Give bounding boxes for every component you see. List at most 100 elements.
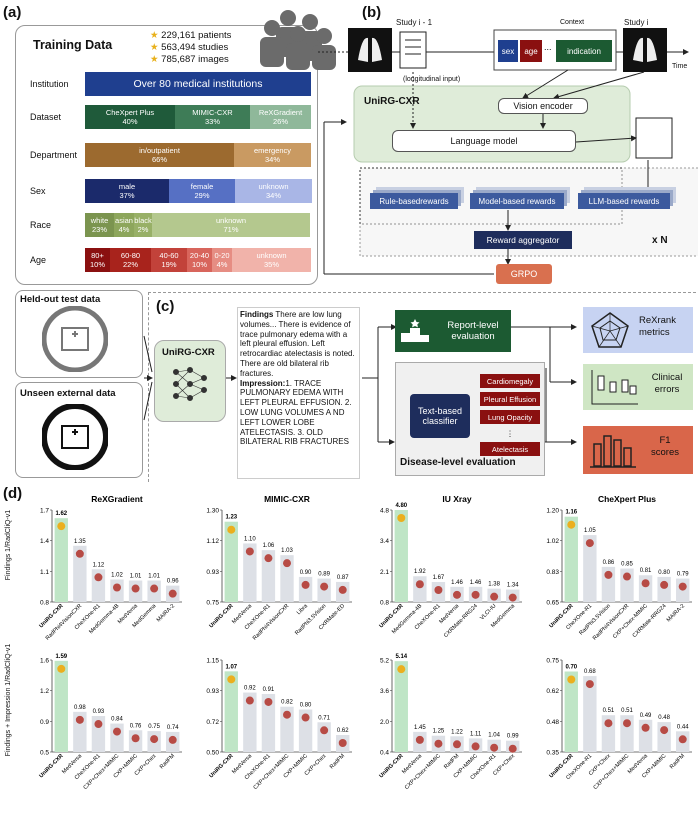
- bar-value-label: 1.12: [93, 562, 105, 568]
- token-ellipsis: ...: [544, 42, 552, 52]
- f1-label: F1 scores: [651, 435, 679, 458]
- bar-value-label: 1.05: [584, 528, 596, 534]
- model-logo-icon: [113, 727, 121, 736]
- bar-value-label: 5.14: [395, 654, 407, 660]
- bar-value-label: 1.46: [451, 580, 463, 586]
- stat-images: 785,687 images: [161, 54, 229, 65]
- model-logo-icon: [508, 593, 517, 602]
- y-tick-label: 5.2: [380, 658, 389, 665]
- y-tick-label: 0.4: [380, 750, 389, 757]
- bar: [224, 671, 238, 752]
- bar-value-label: 1.45: [414, 725, 426, 731]
- model-logo-icon: [660, 726, 669, 735]
- model-logo-icon: [660, 580, 669, 589]
- bar-value-label: 0.85: [621, 562, 633, 568]
- heldout-title: Held-out test data: [20, 294, 101, 305]
- external-title: Unseen external data: [20, 388, 116, 399]
- findings-label: Findings: [240, 310, 274, 319]
- bar-value-label: 1.01: [130, 574, 142, 580]
- segment-age-2: 40-60 19%: [151, 248, 187, 272]
- model-title: UniRG-CXR: [364, 96, 420, 107]
- y-tick-label: 0.62: [546, 688, 559, 695]
- model-logo-icon: [301, 580, 310, 589]
- model-logo-icon: [57, 522, 66, 531]
- bar-value-label: 0.80: [658, 570, 670, 576]
- bar-value-label: 0.81: [640, 568, 652, 574]
- model-logo-icon: [604, 570, 613, 579]
- bar-value-label: 0.74: [167, 725, 179, 731]
- bar: [564, 516, 578, 602]
- podium-icon: [401, 319, 429, 342]
- x-tick-label: RadPhi4VisionCXR: [252, 603, 290, 641]
- x-tick-label: CXRMate-RRG24: [632, 603, 668, 639]
- bar: [583, 535, 597, 602]
- bar-value-label: 0.51: [621, 708, 633, 714]
- stat-patients: 229,161 patients: [161, 30, 232, 41]
- segment-institution-0: Over 80 medical institutions: [85, 72, 311, 96]
- y-tick-label: 0.8: [40, 600, 49, 607]
- segment-dataset-2: ReXGradient 26%: [250, 105, 311, 129]
- model-logo-icon: [585, 539, 594, 548]
- row-label-department: Department: [30, 150, 78, 160]
- y-tick-label: 1.02: [546, 538, 559, 545]
- bar: [54, 518, 68, 602]
- row-label-sex: Sex: [30, 186, 46, 196]
- external-box: [15, 382, 143, 478]
- disease-item: Cardiomegaly: [480, 374, 540, 388]
- chart-title: IU Xray: [442, 494, 472, 504]
- model-logo-icon: [150, 735, 159, 744]
- model-logo-icon: [678, 735, 687, 744]
- training-stats: ★ 229,161 patients ★ 563,494 studies ★ 7…: [150, 30, 231, 66]
- model-logo-icon: [434, 739, 443, 748]
- x-tick-label: RadFM: [669, 753, 686, 770]
- model-logo-icon: [338, 739, 347, 748]
- segment-department-0: in/outpatient 66%: [85, 143, 234, 167]
- x-tick-label: RadFM: [443, 753, 460, 770]
- y-tick-label: 0.93: [206, 569, 219, 576]
- y-tick-label: 0.93: [206, 688, 219, 695]
- bar: [243, 692, 257, 752]
- disease-item: Lung Opacity: [480, 410, 540, 424]
- bar: [261, 693, 276, 752]
- x-tick-label: RadFM: [159, 753, 176, 770]
- study-prev-label: Study i - 1: [396, 18, 433, 27]
- xn-label: x N: [652, 235, 668, 246]
- bar: [564, 671, 578, 752]
- bar: [280, 706, 294, 752]
- model-logo-icon: [283, 710, 291, 719]
- x-tick-label: CXP+Chex+MIMIC: [593, 753, 631, 791]
- model-logo-icon: [490, 743, 499, 752]
- model-reward-box: Model-based rewards: [470, 193, 564, 209]
- study-cur-label: Study i: [624, 18, 649, 27]
- chart-title: ReXGradient: [91, 494, 143, 504]
- llm-reward-box: LLM-based rewards: [578, 193, 670, 209]
- bar-value-label: 1.02: [111, 573, 123, 579]
- clinical-errors-label: Clinical errors: [651, 372, 683, 395]
- y-tick-label: 1.2: [40, 688, 49, 695]
- y-tick-label: 2.1: [380, 569, 389, 576]
- segment-age-3: 20-40 10%: [187, 248, 212, 272]
- language-model-box: Language model: [392, 130, 576, 152]
- context-label: Context: [560, 19, 585, 26]
- segment-race-1: asian 4%: [114, 213, 134, 237]
- model-logo-icon: [623, 572, 631, 581]
- model-logo-icon: [301, 713, 310, 722]
- bar: [280, 555, 294, 602]
- unirg-model-title: UniRG-CXR: [162, 347, 215, 358]
- model-logo-icon: [338, 585, 347, 594]
- bar: [413, 576, 427, 602]
- findings-text: There are low lung volumes... There is e…: [240, 310, 355, 378]
- segment-sex-1: female 29%: [169, 179, 235, 203]
- model-logo-icon: [227, 525, 236, 534]
- model-logo-icon: [471, 590, 480, 599]
- y-tick-label: 0.35: [546, 750, 559, 757]
- segment-sex-2: unknown 34%: [235, 179, 312, 203]
- model-logo-icon: [320, 726, 329, 735]
- y-tick-label: 1.12: [206, 538, 219, 545]
- disease-eval-label: Disease-level evaluation: [400, 457, 516, 468]
- bar-value-label: 1.01: [148, 574, 160, 580]
- bar-value-label: 1.35: [74, 539, 86, 545]
- bar-value-label: 0.51: [603, 708, 615, 714]
- bar-value-label: 0.92: [244, 686, 256, 692]
- panel-c-arrows: [143, 324, 577, 445]
